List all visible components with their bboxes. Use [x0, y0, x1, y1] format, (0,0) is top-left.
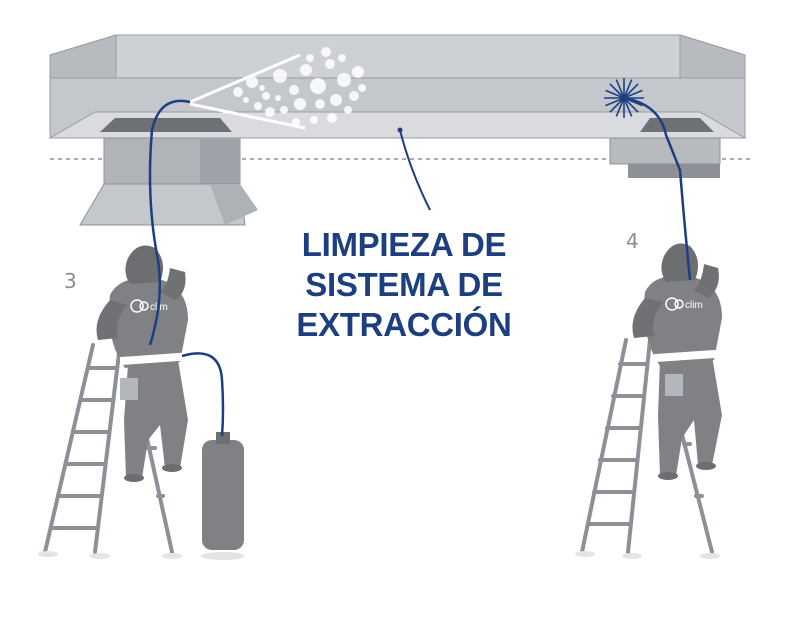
- spray-bubble: [280, 106, 288, 114]
- left-ladder-shadow: [38, 551, 245, 560]
- brush-bristle: [615, 79, 625, 99]
- spray-bubble: [233, 87, 243, 97]
- title-line-3: EXTRACCIÓN: [296, 306, 511, 343]
- extraction-hood: [48, 34, 750, 160]
- spray-bubble: [300, 64, 312, 76]
- brush-bristle: [605, 89, 625, 99]
- right-ladder-shadow: [575, 551, 720, 559]
- spray-bubble: [294, 98, 306, 110]
- left-worker: clim: [96, 245, 188, 482]
- step-number-4: 4: [626, 229, 639, 253]
- spray-bubble: [243, 97, 249, 103]
- spray-bubble: [330, 94, 342, 106]
- brush-bristle: [623, 79, 633, 99]
- brush-bristle: [605, 97, 625, 107]
- logo-text-right: clim: [685, 300, 703, 311]
- spray-bubble: [349, 91, 359, 101]
- brush-bristle: [623, 97, 639, 113]
- spray-bubble: [315, 99, 325, 109]
- spray-bubble: [358, 84, 366, 92]
- clim-logo-icon: clim: [665, 297, 703, 311]
- spray-bubble: [310, 78, 326, 94]
- spray-bubble: [292, 118, 300, 126]
- rotary-brush-icon: [604, 78, 644, 118]
- spray-bubble: [254, 102, 262, 110]
- spray-bubble: [262, 92, 270, 100]
- spray-cloud: [189, 47, 366, 130]
- right-outlet-box: [609, 137, 721, 178]
- spray-bubble: [306, 54, 314, 62]
- air-tank: [202, 432, 244, 550]
- spray-bubble: [246, 76, 258, 88]
- spray-bubble: [310, 116, 318, 124]
- spray-bubble: [275, 95, 281, 101]
- brush-bristle: [609, 97, 625, 113]
- spray-bubble: [338, 54, 346, 62]
- spray-bubble: [273, 69, 287, 83]
- left-hose: [148, 99, 225, 437]
- left-fan-housing: [79, 137, 258, 226]
- spray-bubble: [327, 113, 337, 123]
- right-hose: [624, 96, 692, 281]
- spray-bubble: [325, 59, 335, 69]
- spray-bubble: [289, 85, 299, 95]
- brush-bristle: [615, 97, 625, 117]
- spray-bubble: [259, 85, 265, 91]
- brush-bristle: [623, 97, 633, 117]
- diagram-title: LIMPIEZA DE SISTEMA DE EXTRACCIÓN: [296, 226, 511, 343]
- spray-bubble: [352, 66, 364, 78]
- title-line-1: LIMPIEZA DE: [302, 226, 506, 263]
- title-line-2: SISTEMA DE: [305, 266, 502, 303]
- step-number-3: 3: [64, 269, 77, 293]
- leader-line: [397, 127, 431, 211]
- spray-bubble: [265, 107, 275, 117]
- brush-bristle: [623, 83, 639, 99]
- brush-bristle: [623, 89, 643, 99]
- spray-bubble: [321, 47, 331, 57]
- spray-bubble: [337, 73, 351, 87]
- right-worker: clim: [632, 243, 722, 480]
- spray-bubble: [344, 106, 352, 114]
- brush-bristle: [609, 83, 625, 99]
